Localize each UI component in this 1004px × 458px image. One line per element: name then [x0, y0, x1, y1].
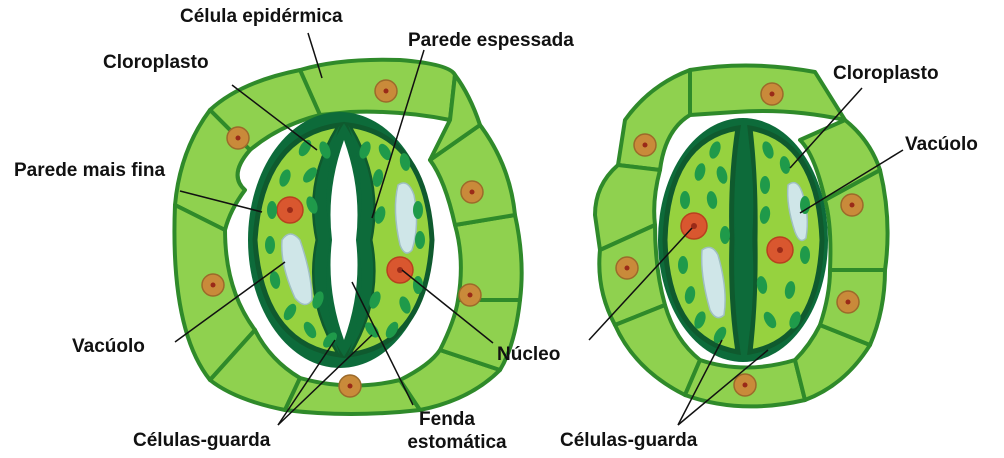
label-stomatal-pore-line2: estomática [392, 432, 522, 454]
epidermal-cell [618, 70, 690, 170]
label-nucleus: Núcleo [497, 344, 560, 366]
open-stoma [174, 60, 521, 414]
label-guard-cells-right: Células-guarda [560, 430, 697, 452]
label-chloroplast-right: Cloroplasto [833, 63, 939, 85]
label-epidermal-cell: Célula epidérmica [180, 6, 343, 28]
closed-stoma [595, 65, 888, 406]
label-thin-wall: Parede mais fina [14, 160, 165, 182]
label-thick-wall: Parede espessada [408, 30, 574, 52]
closed-pore-wall [735, 135, 754, 345]
label-vacuole-right: Vacúolo [905, 134, 978, 156]
label-vacuole-left: Vacúolo [72, 336, 145, 358]
label-chloroplast-left: Cloroplasto [103, 52, 209, 74]
label-guard-cells-left: Células-guarda [133, 430, 270, 452]
label-stomatal-pore-line1: Fenda [392, 409, 502, 431]
